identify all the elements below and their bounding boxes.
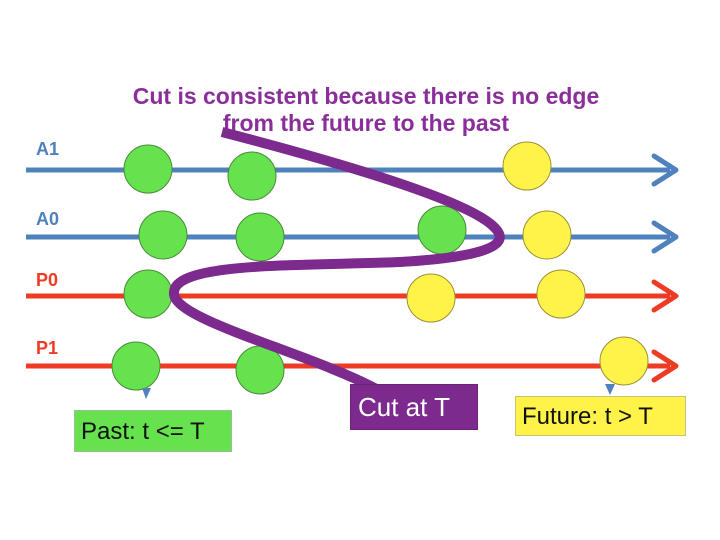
past-event-p0-1 <box>123 269 173 319</box>
cut-label: Cut at T <box>350 384 478 430</box>
past-event-a1-1 <box>123 144 173 194</box>
past-event-a1-2 <box>227 151 277 201</box>
process-label-a0: A0 <box>36 209 60 229</box>
future-event-p0-1 <box>406 273 456 323</box>
past-label: Past: t <= T <box>74 410 232 452</box>
past-event-p1-1 <box>111 341 161 391</box>
past-event-a0-2 <box>235 212 285 262</box>
future-event-p0-2 <box>536 269 586 319</box>
future-event-p1-1 <box>599 336 649 386</box>
process-label-a1: A1 <box>36 139 60 159</box>
past-event-a0-3 <box>417 205 467 255</box>
diagram-caption-line1: Cut is consistent because there is no ed… <box>132 83 600 109</box>
timeline-a0 <box>26 220 679 254</box>
future-pointer <box>605 384 615 395</box>
future-label: Future: t > T <box>515 396 686 436</box>
process-label-p0: P0 <box>36 270 59 290</box>
future-event-a0-1 <box>522 210 572 260</box>
process-label-p1: P1 <box>36 338 59 358</box>
future-event-a1-1 <box>502 141 552 191</box>
past-event-p1-2 <box>235 345 285 395</box>
diagram-caption-line2: from the future to the past <box>222 110 510 136</box>
past-event-a0-1 <box>138 210 188 260</box>
past-pointer <box>142 388 151 399</box>
cut-line <box>169 127 505 397</box>
